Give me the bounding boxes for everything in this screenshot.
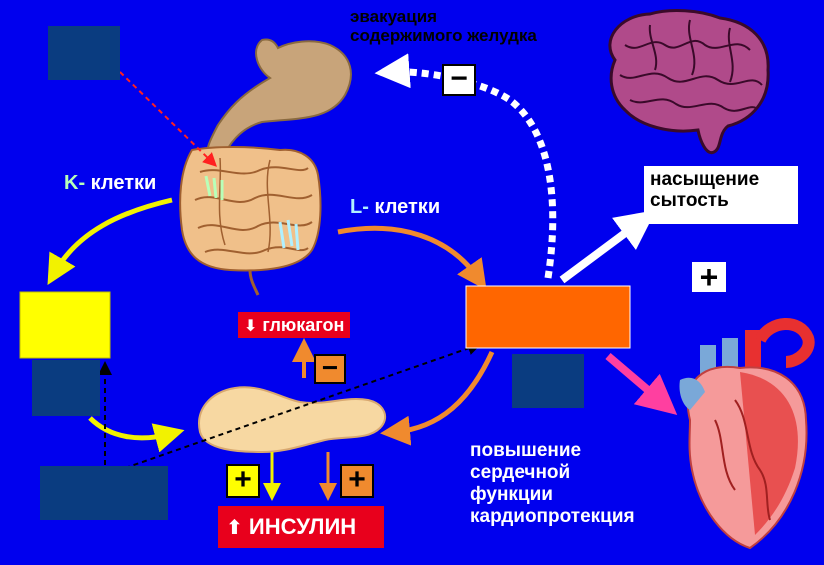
l-prefix: L- (350, 196, 369, 218)
plus-sign-orange-text: + (348, 463, 366, 496)
satiety-line-1: насыщение (650, 169, 760, 190)
k-cells-label: K- клетки (64, 172, 156, 194)
orange-arrow-l-to-glp (337, 225, 487, 291)
cardio-label: повышение сердечной функции кардиопротек… (470, 440, 635, 527)
navy-box-right-middle (512, 354, 584, 408)
plus-sign-heart: + (692, 259, 726, 295)
minus-sign-glucagon: − (314, 354, 346, 384)
down-arrow-icon: ⬇ (244, 318, 258, 335)
plus-sign-yellow: + (226, 464, 260, 498)
brain-icon (608, 9, 770, 155)
up-arrow-icon: ⬆ (226, 517, 243, 539)
glp1-box (465, 285, 631, 349)
orange-arrow-to-pancreas (380, 350, 495, 446)
l-cells-text: клетки (374, 196, 441, 218)
plus-sign-yellow-text: + (234, 463, 252, 496)
satiety-box: насыщение сытость (644, 166, 798, 224)
cardio-line-1: повышение (470, 440, 582, 461)
cardio-line-2: сердечной (470, 461, 571, 483)
insulin-badge: ⬆ ИНСУЛИН (218, 506, 384, 548)
evacuation-line-1: эвакуация (350, 7, 438, 26)
insulin-text: ИНСУЛИН (248, 514, 357, 539)
glucagon-badge: ⬇ глюкагон (238, 312, 351, 338)
evacuation-label: эвакуация содержимого желудка (350, 7, 537, 45)
minus-sign-glucagon-text: − (321, 352, 339, 383)
intestine-icon (179, 146, 322, 296)
yellow-arrow-k-to-gip (47, 197, 173, 285)
satiety-line-2: сытость (650, 189, 729, 211)
cardio-line-4: кардиопротекция (470, 505, 635, 527)
white-arrow-to-satiety (559, 210, 657, 284)
gip-box (19, 291, 111, 359)
pancreas-icon (198, 386, 387, 454)
evacuation-line-2: содержимого желудка (350, 25, 537, 45)
minus-sign-stomach: − (442, 64, 476, 96)
plus-sign-heart-text: + (699, 259, 719, 295)
cardio-line-3: функции (470, 483, 553, 505)
plus-sign-orange: + (340, 464, 374, 498)
k-cells-text: клетки (90, 172, 157, 194)
l-cells-label: L- клетки (350, 196, 440, 218)
white-dotted-arrow-to-stomach (374, 53, 557, 279)
navy-box-left-middle (32, 360, 100, 416)
red-dashed-arrow (119, 71, 218, 167)
yellow-arrow-to-pancreas (88, 416, 185, 453)
stomach-icon (206, 38, 352, 161)
black-dashed-arrow-to-glp (107, 341, 482, 475)
glucagon-text: глюкагон (262, 315, 345, 335)
heart-icon (679, 318, 815, 550)
navy-box-top-left (48, 26, 120, 80)
navy-box-bottom-left (40, 466, 168, 520)
minus-sign-text: − (450, 62, 468, 95)
magenta-arrow-to-heart (605, 352, 678, 415)
k-prefix: K- (64, 172, 86, 194)
